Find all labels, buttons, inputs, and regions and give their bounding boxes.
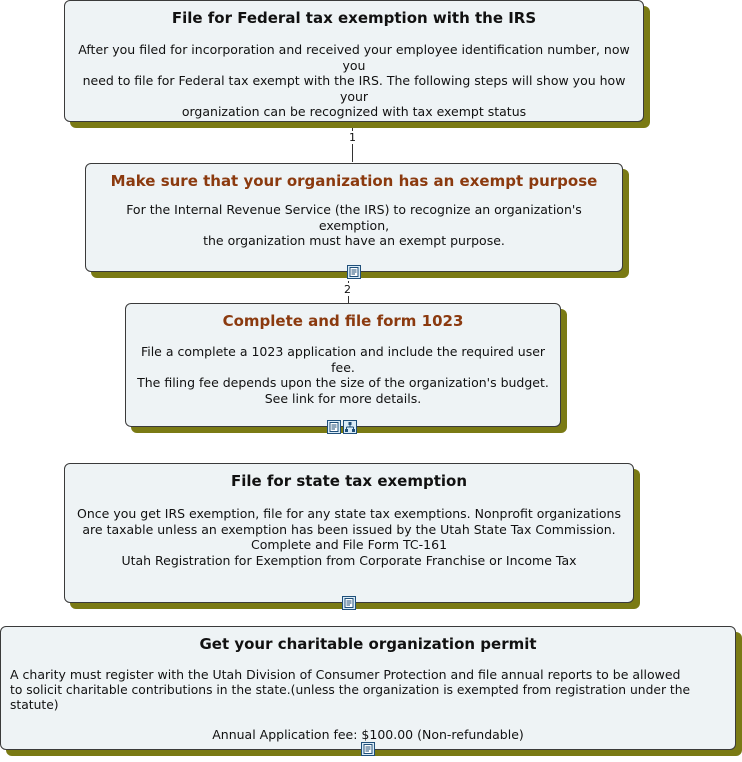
hierarchy-icon[interactable]: [343, 420, 357, 434]
note-icon[interactable]: [347, 265, 361, 279]
step-title: Complete and file form 1023: [222, 312, 464, 330]
step-state-exemption[interactable]: File for state tax exemption Once you ge…: [64, 463, 634, 603]
connector-label-2: 2: [344, 283, 351, 296]
note-icon[interactable]: [327, 420, 341, 434]
note-icon[interactable]: [361, 742, 375, 756]
step-description: File a complete a 1023 application and i…: [137, 344, 549, 406]
step-description: After you filed for incorporation and re…: [78, 42, 630, 119]
step-description: For the Internal Revenue Service (the IR…: [126, 202, 582, 248]
step-charitable-permit[interactable]: Get your charitable organization permit …: [0, 626, 736, 750]
connector-label-1: 1: [349, 131, 356, 144]
step-title: File for state tax exemption: [230, 472, 468, 490]
step-form-1023[interactable]: Complete and file form 1023 File a compl…: [125, 303, 561, 427]
step-title: File for Federal tax exemption with the …: [171, 9, 537, 27]
step-exempt-purpose[interactable]: Make sure that your organization has an …: [85, 163, 623, 272]
step-description: Once you get IRS exemption, file for any…: [77, 506, 621, 568]
note-icon[interactable]: [342, 596, 356, 610]
step-title: Get your charitable organization permit: [199, 635, 537, 653]
step-title: Make sure that your organization has an …: [110, 172, 598, 190]
step-federal-exemption[interactable]: File for Federal tax exemption with the …: [64, 0, 644, 122]
step-description: A charity must register with the Utah Di…: [10, 667, 691, 742]
